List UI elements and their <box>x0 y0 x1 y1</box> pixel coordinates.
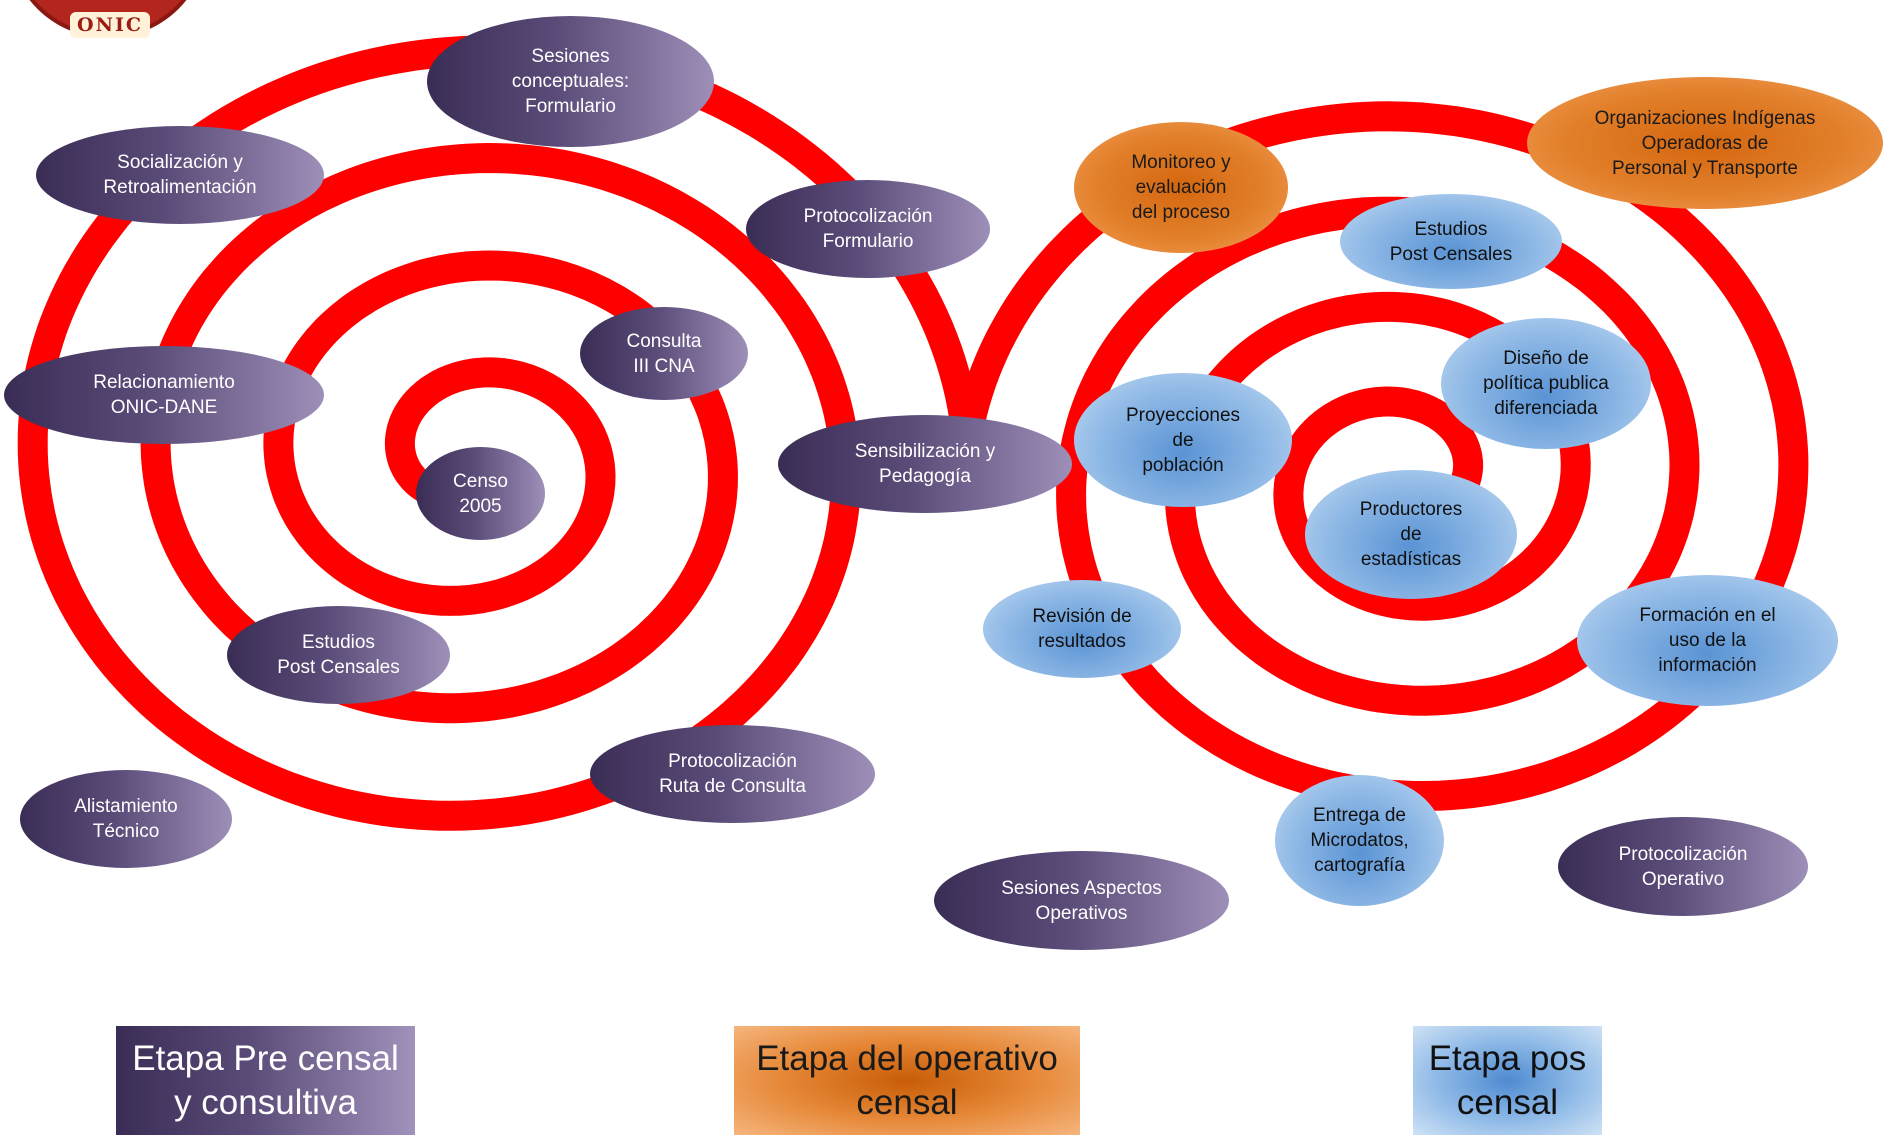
node-protocolizacion-operativo: Protocolización Operativo <box>1558 817 1808 916</box>
node-protocolizacion-formulario: Protocolización Formulario <box>746 180 990 278</box>
node-relacionamiento: Relacionamiento ONIC-DANE <box>4 346 324 444</box>
node-proyecciones: Proyecciones de población <box>1074 373 1292 507</box>
node-protocolizacion-ruta: Protocolización Ruta de Consulta <box>590 725 875 823</box>
onic-logo: ONIC <box>0 0 212 44</box>
node-alistamiento: Alistamiento Técnico <box>20 770 232 868</box>
node-estudios-post-censales-right: Estudios Post Censales <box>1340 194 1562 289</box>
node-diseno-politica: Diseño de política publica diferenciada <box>1441 318 1651 449</box>
right-spiral-line <box>948 101 1809 812</box>
node-entrega-microdatos: Entrega de Microdatos, cartografía <box>1275 775 1444 906</box>
legend-operativo: Etapa del operativo censal <box>734 1026 1080 1135</box>
node-censo-2005: Censo 2005 <box>416 447 545 540</box>
node-revision-resultados: Revisión de resultados <box>983 580 1181 678</box>
node-sensibilizacion: Sensibilización y Pedagogía <box>778 415 1072 513</box>
node-consulta-iii-cna: Consulta III CNA <box>580 307 748 400</box>
left-spiral-line <box>17 35 983 831</box>
node-productores: Productores de estadísticas <box>1305 470 1517 599</box>
legend-pre-censal: Etapa Pre censal y consultiva <box>116 1026 415 1135</box>
node-monitoreo: Monitoreo y evaluación del proceso <box>1074 122 1288 253</box>
node-socializacion: Socialización y Retroalimentación <box>36 126 324 224</box>
logo-text: ONIC <box>70 12 150 38</box>
node-estudios-post-censales-left: Estudios Post Censales <box>227 606 450 704</box>
node-organizaciones: Organizaciones Indígenas Operadoras de P… <box>1527 77 1883 209</box>
legend-pos-censal: Etapa pos censal <box>1413 1026 1602 1135</box>
node-sesiones-conceptuales: Sesiones conceptuales: Formulario <box>427 16 714 147</box>
node-sesiones-aspectos: Sesiones Aspectos Operativos <box>934 851 1229 950</box>
node-formacion: Formación en el uso de la información <box>1577 575 1838 706</box>
